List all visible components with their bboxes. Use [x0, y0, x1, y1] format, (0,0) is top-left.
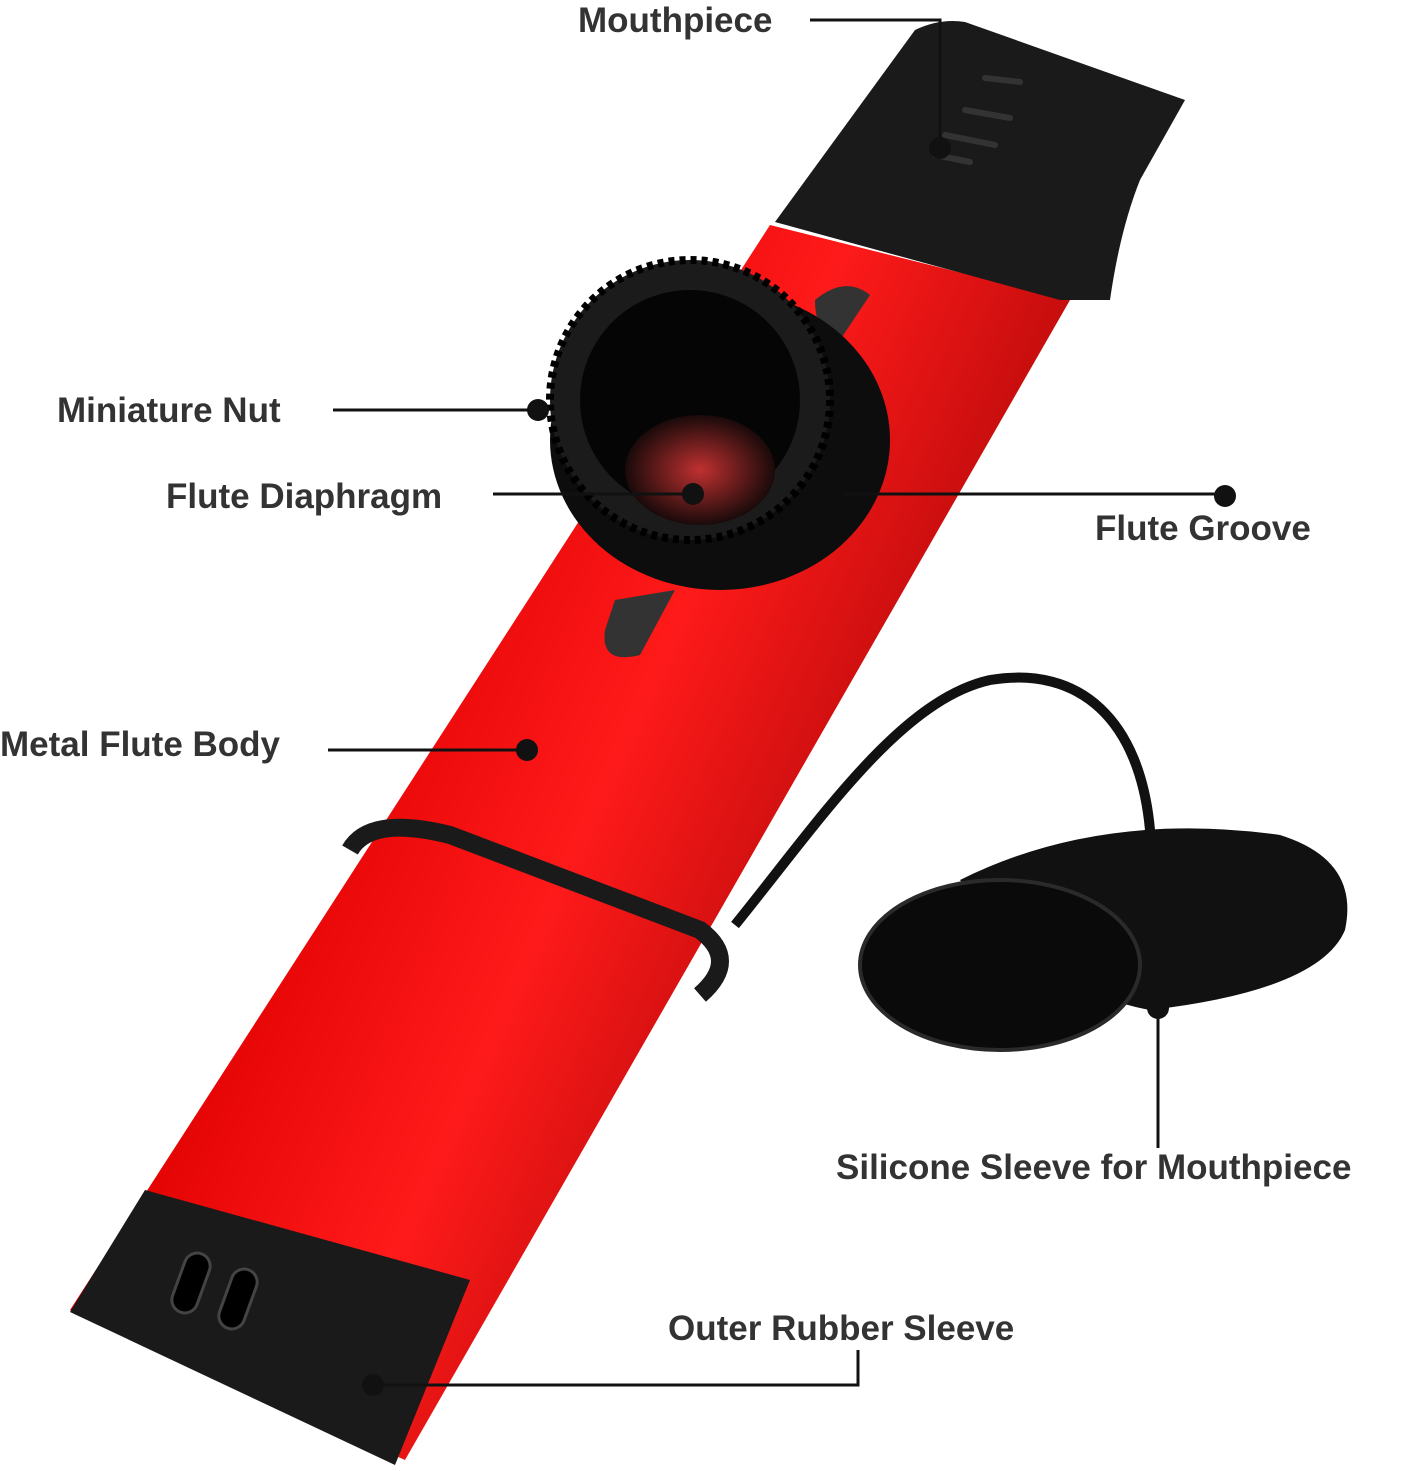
label-flute-groove: Flute Groove — [1095, 509, 1311, 548]
label-metal-flute-body: Metal Flute Body — [0, 725, 281, 764]
flute-groove-slot-bottom — [604, 590, 675, 658]
callout-outer-rubber-sleeve: Outer Rubber Sleeve — [362, 1309, 1014, 1396]
label-miniature-nut: Miniature Nut — [57, 391, 281, 430]
label-flute-diaphragm: Flute Diaphragm — [166, 477, 442, 516]
flute-diaphragm — [625, 415, 775, 525]
callout-metal-flute-body: Metal Flute Body — [0, 725, 538, 764]
silicone-sleeve — [858, 828, 1348, 1052]
outer-rubber-sleeve — [70, 1190, 470, 1465]
strap — [731, 672, 1155, 929]
sleeve-holes — [170, 1251, 259, 1331]
miniature-nut — [546, 256, 890, 590]
mouthpiece — [775, 21, 1185, 300]
label-silicone-sleeve: Silicone Sleeve for Mouthpiece — [836, 1148, 1351, 1187]
callout-flute-groove: Flute Groove — [845, 485, 1311, 548]
rubber-ring — [342, 818, 729, 1002]
label-mouthpiece: Mouthpiece — [578, 1, 772, 40]
mouthpiece-ridges — [932, 75, 1023, 165]
callout-silicone-sleeve: Silicone Sleeve for Mouthpiece — [836, 997, 1351, 1187]
callout-flute-diaphragm: Flute Diaphragm — [166, 477, 704, 516]
callout-miniature-nut: Miniature Nut — [57, 391, 549, 430]
label-outer-rubber-sleeve: Outer Rubber Sleeve — [668, 1309, 1014, 1348]
callout-mouthpiece: Mouthpiece — [578, 1, 951, 159]
